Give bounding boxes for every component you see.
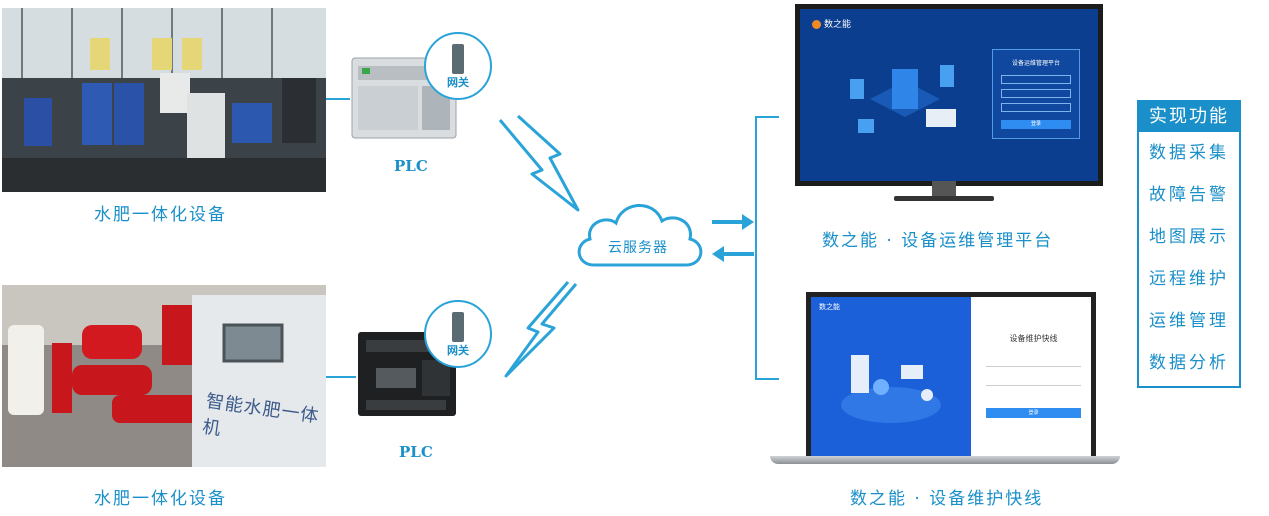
features-panel: 实现功能 数据采集 故障告警 地图展示 远程维护 运维管理 数据分析 (1137, 100, 1241, 388)
hotline-login-form: 设备维护快线 登录 (976, 297, 1091, 457)
isometric-servers-illustration (850, 65, 956, 133)
bottom-plc-label: PLC (399, 443, 433, 461)
laptop-base (770, 456, 1120, 464)
password-field[interactable] (1001, 89, 1071, 98)
fertigation-machine-photo: 智能水肥一体机 (2, 285, 326, 467)
gateway-device-icon (452, 44, 464, 74)
platform-brand-name: 数之能 (824, 20, 852, 30)
hotline-caption: 数之能 · 设备维护快线 (850, 489, 1044, 509)
brand-logo-icon (812, 20, 821, 29)
feature-data-collection: 数据采集 (1149, 143, 1229, 163)
platform-screen-title: 设备运维管理平台 (1011, 60, 1060, 67)
top-gateway: 网关 (424, 32, 492, 100)
bottom-site-caption: 水肥一体化设备 (94, 489, 227, 509)
hotline-login-button[interactable]: 登录 (986, 408, 1081, 418)
bottom-wireless-bolt-icon (504, 281, 578, 378)
top-link-line (326, 98, 350, 100)
bottom-link-line (326, 376, 356, 378)
platform-caption: 数之能 · 设备运维管理平台 (822, 231, 1054, 251)
hotline-brand-name: 数之能 (819, 303, 840, 311)
hotline-screen-title: 设备维护快线 (1009, 334, 1058, 343)
client-bracket (755, 116, 779, 380)
connection-arrows-icon (712, 214, 754, 262)
username-field[interactable] (1001, 75, 1071, 84)
machine-photo-art (2, 285, 326, 467)
isometric-maintenance-illustration (841, 355, 941, 423)
bottom-gateway: 网关 (424, 300, 492, 368)
greenhouse-photo-art (2, 8, 326, 192)
feature-data-analysis: 数据分析 (1149, 353, 1229, 373)
top-gateway-label: 网关 (447, 76, 469, 89)
hotline-username-field[interactable] (986, 358, 1081, 367)
top-site-caption: 水肥一体化设备 (94, 205, 227, 225)
top-plc-label: PLC (394, 157, 428, 175)
top-wireless-bolt-icon (498, 114, 580, 212)
feature-ops-management: 运维管理 (1149, 311, 1229, 331)
bottom-gateway-label: 网关 (447, 344, 469, 357)
features-title: 实现功能 (1139, 102, 1239, 132)
cloud-icon (577, 204, 703, 267)
greenhouse-equipment-photo (2, 8, 326, 192)
monitor-stand (932, 181, 956, 197)
platform-login-panel: 设备运维管理平台 登录 (992, 49, 1080, 139)
cloud-server-label: 云服务器 (608, 240, 668, 256)
platform-monitor-screen: 数之能 设备运维管理平台 登录 (795, 4, 1103, 186)
platform-login-button[interactable]: 登录 (1001, 120, 1071, 129)
platform-brand: 数之能 (812, 17, 851, 30)
feature-map-display: 地图展示 (1149, 227, 1229, 247)
hotline-password-field[interactable] (986, 377, 1081, 386)
hotline-laptop-screen: 数之能 设备维护快线 登录 (806, 292, 1096, 461)
gateway-device-icon (452, 312, 464, 342)
feature-remote-maintenance: 远程维护 (1149, 269, 1229, 289)
feature-fault-alarm: 故障告警 (1149, 185, 1229, 205)
monitor-base (894, 196, 994, 201)
captcha-field[interactable] (1001, 103, 1071, 112)
hotline-left-pane: 数之能 (811, 297, 971, 457)
